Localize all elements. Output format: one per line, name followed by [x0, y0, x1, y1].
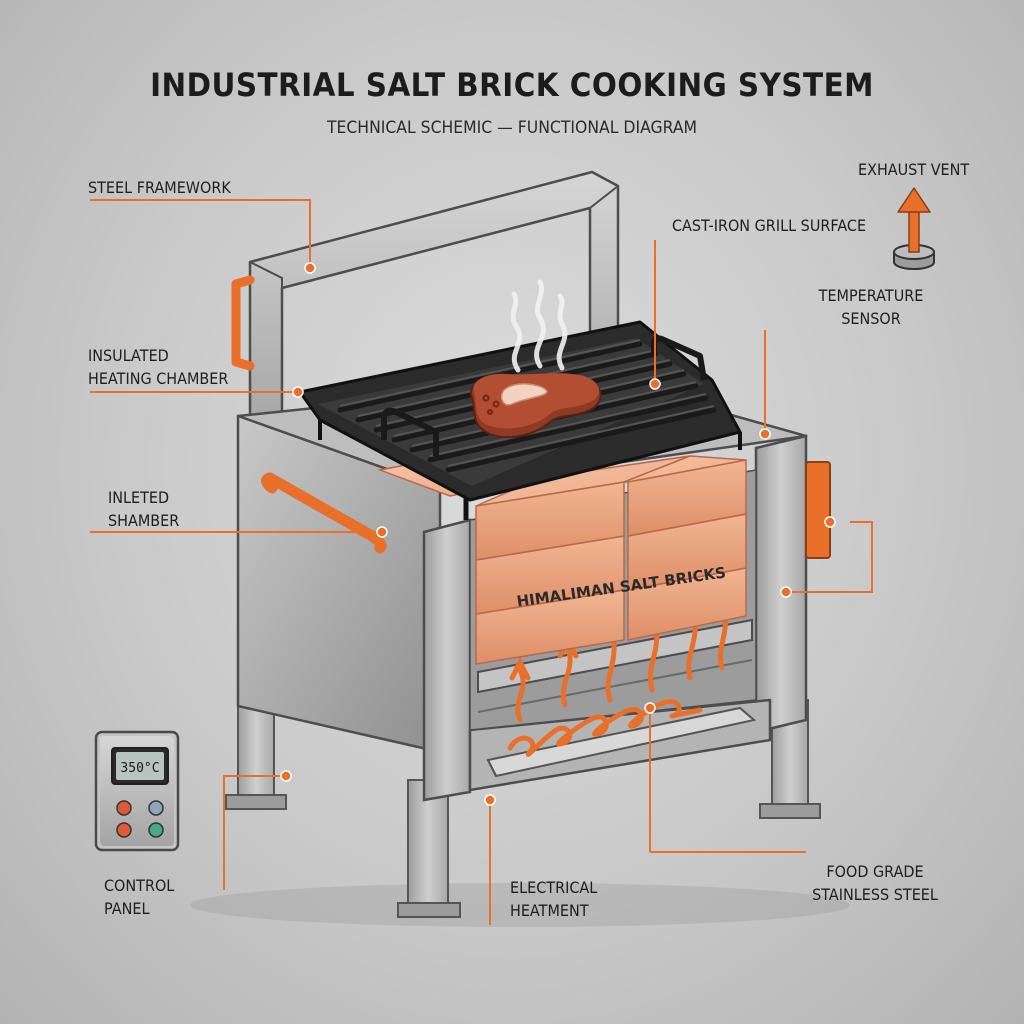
label-electrical-element-line1: ELECTRICAL: [510, 878, 598, 897]
label-insulated-chamber-line1: INSULATED: [88, 346, 169, 365]
label-food-grade-steel-line1: FOOD GRADE: [826, 862, 924, 881]
heating-element: [486, 698, 757, 778]
label-insulated-chamber: INSULATED HEATING CHAMBER: [88, 344, 228, 390]
label-exhaust-vent: EXHAUST VENT: [858, 160, 970, 179]
label-food-grade-steel: FOOD GRADE STAINLESS STEEL: [808, 860, 943, 906]
temperature-sensor-icon: [805, 461, 831, 559]
grill-handle-front-icon: [381, 407, 439, 456]
label-temperature-sensor-line2: SENSOR: [841, 309, 901, 328]
label-steel-framework: STEEL FRAMEWORK: [88, 178, 231, 197]
control-button-green[interactable]: [148, 822, 164, 838]
control-button-red-1[interactable]: [116, 800, 132, 816]
label-control-panel-line1: CONTROL: [104, 876, 175, 895]
label-control-panel: CONTROL PANEL: [104, 874, 174, 920]
frame-handle-icon: [231, 275, 255, 371]
label-food-grade-steel-line2: STAINLESS STEEL: [812, 885, 938, 904]
leader-dots: [280, 262, 836, 806]
label-inleted-chamber-line2: SHAMBER: [108, 511, 180, 530]
label-inleted-chamber: INLETED SHAMBER: [108, 486, 179, 532]
leader-lines: [90, 199, 873, 925]
label-temperature-sensor: TEMPERATURE SENSOR: [818, 284, 924, 330]
side-handle-icon: [261, 472, 387, 554]
control-panel-display: 350°C: [120, 761, 159, 776]
label-electrical-element: ELECTRICAL HEATMENT: [510, 876, 597, 922]
exhaust-vent-icon: [893, 187, 935, 270]
control-button-red-2[interactable]: [116, 822, 132, 838]
label-inleted-chamber-line1: INLETED: [108, 488, 170, 507]
diagram-title: INDUSTRIAL SALT BRICK COOKING SYSTEM: [150, 66, 874, 104]
steam-icon: [510, 279, 568, 373]
label-insulated-chamber-line2: HEATING CHAMBER: [88, 369, 229, 388]
label-cast-iron-grill: CAST-IRON GRILL SURFACE: [672, 216, 867, 235]
label-control-panel-line2: PANEL: [104, 899, 150, 918]
control-panel: 350°C: [94, 730, 180, 852]
diagram-subtitle: TECHNICAL SCHEMIC — FUNCTIONAL DIAGRAM: [326, 118, 698, 138]
steak-icon: [469, 373, 602, 439]
control-button-blue[interactable]: [148, 800, 164, 816]
floor-shadow: [190, 883, 850, 927]
label-electrical-element-line2: HEATMENT: [510, 901, 589, 920]
label-temperature-sensor-line1: TEMPERATURE: [818, 286, 924, 305]
